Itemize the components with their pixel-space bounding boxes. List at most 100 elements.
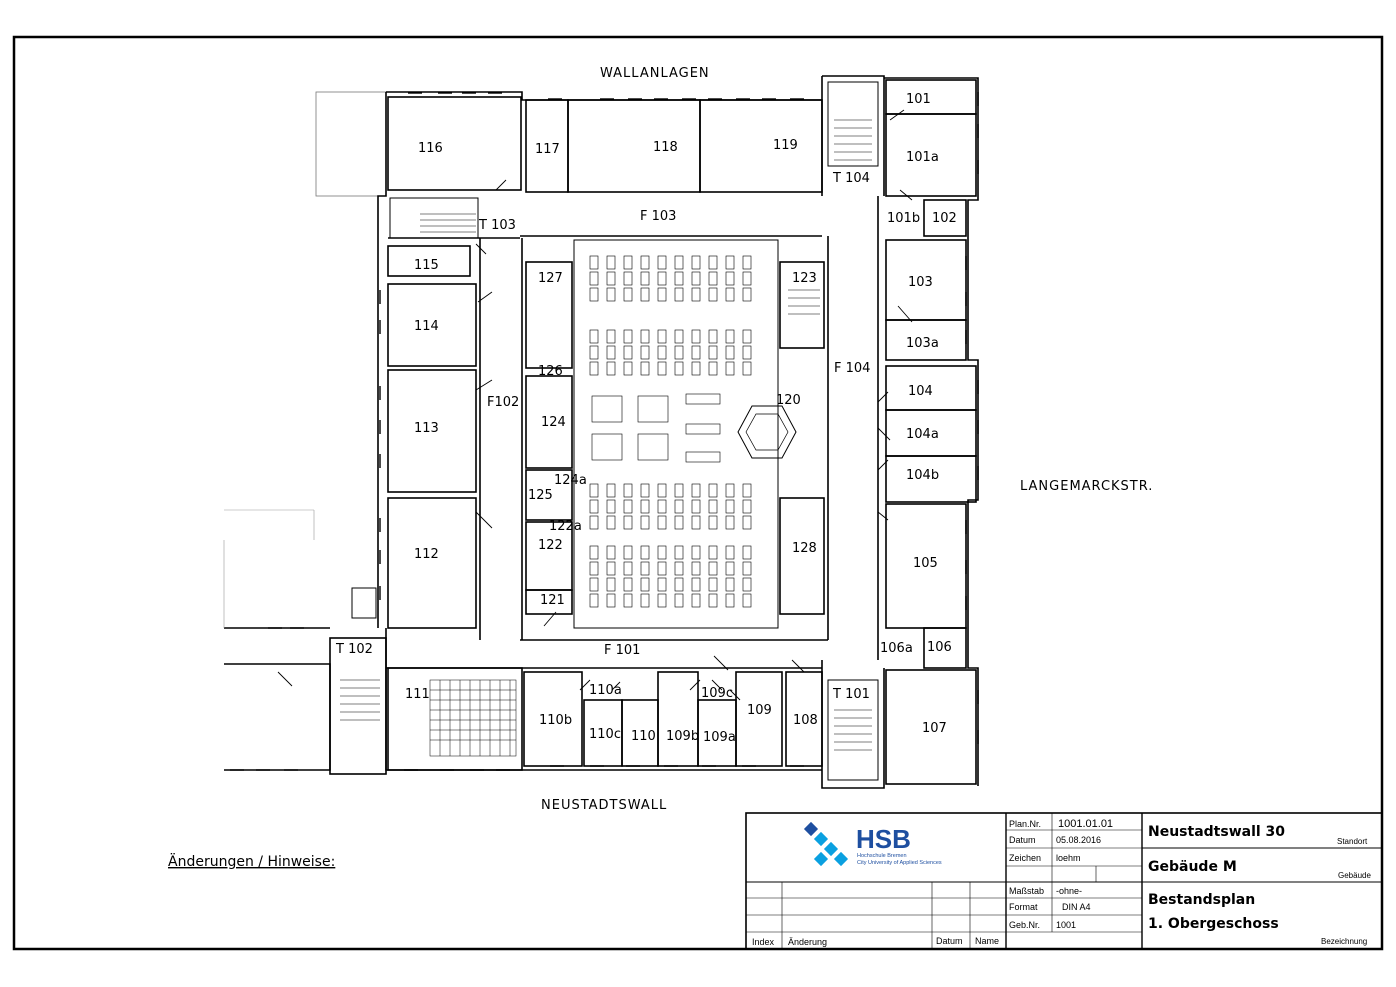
room-label-109a: 109a [703,730,736,745]
hall-seat-block [742,361,752,376]
room-label-118: 118 [653,140,678,155]
col-datum: Datum [936,936,963,946]
hall-seat-block [640,499,650,514]
hall-seat-block [691,561,701,576]
hall-seat-block [640,255,650,270]
hall-seat-block [606,329,616,344]
room-label-123: 123 [792,271,817,286]
hall-seat-block [742,499,752,514]
gebaeude-label: Gebäude [1338,871,1371,880]
hall-seat-block [691,329,701,344]
hall-seat-block [725,499,735,514]
hall-seat-block [589,271,599,286]
hall-seat-block [589,345,599,360]
hall-seat-block [708,345,718,360]
hall-seat-block [674,545,684,560]
hall-seat-block [674,483,684,498]
corridor-label-f103: F 103 [640,209,676,224]
plan-nr-label: Plan.Nr. [1009,819,1041,829]
hall-seat-block [589,361,599,376]
hall-seat-block [589,287,599,302]
hall-seat-block [674,593,684,608]
hall-seat-block [589,593,599,608]
hall-seat-block [674,271,684,286]
datum-value: 05.08.2016 [1056,835,1101,845]
hall-seat-block [657,345,667,360]
hall-seat-block [708,515,718,530]
col-name: Name [975,936,999,946]
hall-seat-block [657,255,667,270]
hall-seat-block [606,271,616,286]
stair-label-t102: T 102 [335,642,373,657]
zeichen-value: loehm [1056,853,1081,863]
hall-seat-block [674,287,684,302]
room-label-110a: 110a [589,683,622,698]
room-111-grid [429,679,517,757]
hall-seat-block [708,271,718,286]
hall-seat-block [708,545,718,560]
hall-seat-block [742,255,752,270]
room-label-116: 116 [418,141,443,156]
hall-seat-block [674,345,684,360]
hall-seat-block [589,577,599,592]
hall-seat-block [623,499,633,514]
hall-seat-block [742,515,752,530]
room-label-124: 124 [541,415,566,430]
info-desk-hexagon [737,405,797,459]
hall-seat-block [674,577,684,592]
room-label-114: 114 [414,319,439,334]
bezeichnung-line-1: Bestandsplan [1148,892,1255,908]
hall-seat-block [657,545,667,560]
room-label-101a: 101a [906,150,939,165]
building-walls [223,75,979,789]
hall-seat-block [674,329,684,344]
hall-seat-block [589,483,599,498]
room-label-110: 110 [631,729,656,744]
room-label-103: 103 [908,275,933,290]
hall-seat-block [606,499,616,514]
hall-seat-block [589,561,599,576]
hall-seat-block [606,345,616,360]
room-label-128: 128 [792,541,817,556]
standort-label: Standort [1337,837,1368,846]
standort-value: Neustadtswall 30 [1148,824,1285,840]
hall-seat-block [742,545,752,560]
hall-seat-block [640,561,650,576]
col-aenderung: Änderung [788,937,827,947]
gebaeude-value: Gebäude M [1148,859,1237,875]
col-index: Index [752,937,775,947]
hall-seat-block [725,515,735,530]
room-label-115: 115 [414,258,439,273]
hall-seat-block [674,515,684,530]
hall-seat-block [691,515,701,530]
room-label-108: 108 [793,713,818,728]
street-north: WALLANLAGEN [600,66,710,81]
hall-seat-block [691,361,701,376]
group-table [637,433,669,461]
hall-seat-block [674,499,684,514]
massstab-label: Maßstab [1009,886,1044,896]
hall-seat-block [657,361,667,376]
room-label-104b: 104b [906,468,939,483]
room-label-124a: 124a [554,473,587,488]
room-label-125: 125 [528,488,553,503]
street-east: LANGEMARCKSTR. [1020,479,1153,494]
room-label-113: 113 [414,421,439,436]
hall-seat-block [742,561,752,576]
hall-seat-block [725,255,735,270]
hall-seat-block [657,271,667,286]
zeichen-label: Zeichen [1009,853,1041,863]
hall-seat-block [742,577,752,592]
hall-seat-block [657,287,667,302]
hall-seat-block [623,255,633,270]
hall-seat-block [623,593,633,608]
hall-seat-block [606,577,616,592]
room-label-103a: 103a [906,336,939,351]
hall-seat-block [691,345,701,360]
hall-seat-block [742,329,752,344]
hall-seat-block [657,593,667,608]
hall-seat-block [623,271,633,286]
hall-seat-block [623,287,633,302]
shelf-unit [685,423,721,435]
